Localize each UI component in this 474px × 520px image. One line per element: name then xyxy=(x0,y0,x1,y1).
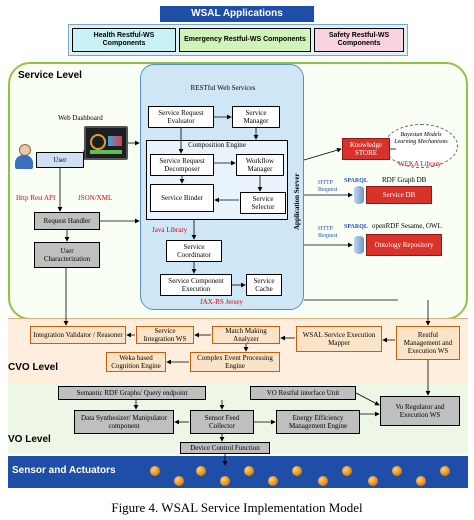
workflow-manager: Workflow Manager xyxy=(236,154,284,176)
composition-engine-title: Composition Engine xyxy=(188,141,246,149)
bayesian-models-cloud xyxy=(384,124,458,168)
sensor-node xyxy=(220,476,230,486)
knowledge-store: Knowledge STORE xyxy=(342,138,390,160)
request-handler: Request Handler xyxy=(34,212,100,230)
dashboard-bar-icon xyxy=(90,150,122,154)
integration-validator: Integration Validator / Reasoner xyxy=(30,326,126,344)
sparql-label-2: SPARQL xyxy=(344,224,368,230)
user-characterization: User Characterization xyxy=(34,242,100,268)
health-ws-components: Health Restful-WS Components xyxy=(72,28,176,52)
database-icon-1 xyxy=(354,186,364,204)
json-xml-label: JSON/XML xyxy=(78,194,113,202)
weka-library-label: WEKA Library xyxy=(398,160,442,168)
sensor-node xyxy=(440,466,450,476)
ontology-repository: Ontology Repository xyxy=(366,234,442,256)
sensor-node xyxy=(368,476,378,486)
service-request-decomposer: Service Request Decomposer xyxy=(150,154,214,176)
service-binder: Service Binder xyxy=(150,184,214,212)
sensor-node xyxy=(174,476,184,486)
http-request-label-1: HTTP Request xyxy=(318,180,338,193)
connector xyxy=(355,392,380,406)
vo-level-label: VO Level xyxy=(8,434,51,445)
sensor-actuators-band xyxy=(8,456,468,488)
figure-caption: Figure 4. WSAL Service Implementation Mo… xyxy=(111,500,363,515)
cvo-level-label: CVO Level xyxy=(8,362,59,373)
safety-ws-components: Safety Restful-WS Components xyxy=(314,28,404,52)
wsal-applications-title: WSAL Applications xyxy=(160,6,314,22)
http-rest-api-label: Http Rest API xyxy=(16,194,56,202)
restful-web-services-title: RESTful Web Services xyxy=(190,84,256,92)
sensor-node xyxy=(150,466,160,476)
complex-event-processing-engine: Complex Event Processing Engine xyxy=(190,352,280,372)
service-manager: Service Manager xyxy=(232,106,280,128)
weka-cognition-engine: Weka based Cognition Engine xyxy=(106,352,166,372)
sparql-label-1: SPARQL xyxy=(344,178,368,184)
rdf-graph-db-label: RDF Graph DB xyxy=(382,176,427,184)
jax-rs-label: JAX-RS Jersey xyxy=(200,298,243,306)
http-request-label-2: HTTP Request xyxy=(318,226,338,239)
sensor-node xyxy=(292,466,302,476)
user-box: User xyxy=(36,152,84,168)
service-db: Service DB xyxy=(366,186,432,204)
sensor-node xyxy=(342,466,352,476)
java-library-label: Java Library xyxy=(152,226,188,234)
energy-efficiency-engine: Energy Efficiency Management Engine xyxy=(276,410,360,434)
dashboard-chart-icon xyxy=(108,136,122,146)
service-cache: Service Cache xyxy=(246,274,282,296)
bayesian-models-text: Bayesian Models Learning Mechanisms xyxy=(394,132,448,145)
service-request-evaluator: Service Request Evaluator xyxy=(148,106,214,128)
sensor-node xyxy=(318,476,328,486)
service-selector: Service Selector xyxy=(240,192,286,214)
sensor-node xyxy=(416,476,426,486)
match-making-analyzer: Match Making Analyzer xyxy=(212,326,280,344)
sensor-actuators-label: Sensor and Actuators xyxy=(12,465,116,476)
web-dashboard-screen xyxy=(84,126,128,160)
wsal-service-execution-mapper: WSAL Service Execution Mapper xyxy=(296,326,382,352)
restful-management-execution-ws: Restful Management and Execution WS xyxy=(396,326,460,360)
vo-regulator-execution-ws: Vo Regulator and Execution WS xyxy=(380,396,460,426)
emergency-ws-components: Emergency Restful-WS Components xyxy=(179,28,311,52)
database-icon-2 xyxy=(354,236,364,254)
user-avatar-icon xyxy=(14,144,34,170)
service-integration-ws: Service Integration WS xyxy=(136,326,194,344)
sensor-feed-collector: Sensor Feed Collector xyxy=(190,410,254,434)
device-control-function: Device Control Function xyxy=(180,442,270,454)
dashboard-gauge-icon xyxy=(90,134,106,150)
sensor-node xyxy=(268,476,278,486)
web-dashboard-label: Web Dashboard xyxy=(58,114,103,122)
openrdf-label: openRDF Sesame, OWL xyxy=(372,222,442,230)
connector xyxy=(303,147,342,161)
data-synthesizer: Data Synthesizer/ Manipulator component xyxy=(74,410,174,434)
semantic-rdf-graphs: Semantic RDF Graphs/ Query endpoint xyxy=(58,386,206,400)
sensor-node xyxy=(244,466,254,476)
vo-restful-interface-unit: VO Restful interface Unit xyxy=(250,386,356,400)
service-coordinator: Service Coordinator xyxy=(166,240,222,262)
service-component-execution: Service Component Execution xyxy=(160,274,232,296)
sensor-node xyxy=(196,466,206,476)
sensor-node xyxy=(392,466,402,476)
service-level-label: Service Level xyxy=(18,70,82,81)
